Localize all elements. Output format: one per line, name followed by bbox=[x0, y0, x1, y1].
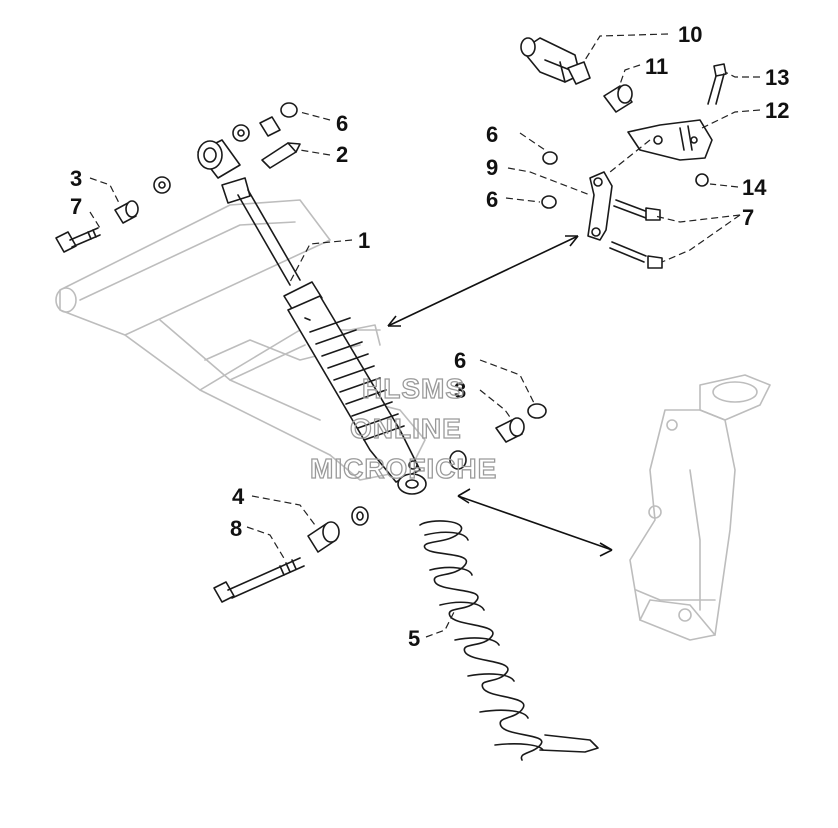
callout-12: 12 bbox=[765, 98, 789, 123]
callout-14: 14 bbox=[742, 175, 767, 200]
callout-7-left: 7 bbox=[70, 194, 82, 219]
spindle-knuckle bbox=[629, 374, 771, 641]
washer-upper bbox=[232, 124, 250, 142]
bolt-7-link-lower bbox=[609, 241, 663, 269]
callout-2: 2 bbox=[336, 142, 348, 167]
callout-3-lower: 3 bbox=[454, 378, 466, 403]
bushing-4 bbox=[307, 521, 340, 553]
watermark: HLSMS ONLINE MICROFICHE bbox=[309, 372, 497, 484]
callout-5: 5 bbox=[408, 626, 420, 651]
washer-lower-left bbox=[351, 506, 369, 526]
watermark-line-1: HLSMS bbox=[362, 373, 465, 404]
callout-6-upper: 6 bbox=[336, 111, 348, 136]
callout-4: 4 bbox=[232, 484, 245, 509]
callout-11: 11 bbox=[645, 54, 668, 79]
nut-6-lower bbox=[527, 403, 547, 419]
bushing-3-upper bbox=[114, 200, 139, 224]
callout-6-link-lower: 6 bbox=[486, 187, 498, 212]
coil-spring bbox=[419, 520, 599, 761]
watermark-line-2: ONLINE bbox=[350, 413, 462, 444]
nut-14 bbox=[695, 173, 709, 187]
shock-absorber bbox=[197, 139, 427, 495]
spacer-upper bbox=[259, 116, 281, 137]
assembly-arrows bbox=[387, 235, 613, 557]
bolt-7-link-upper bbox=[613, 199, 661, 221]
actuator-10 bbox=[520, 37, 591, 85]
leader-lines bbox=[89, 33, 761, 638]
callout-6-link-upper: 6 bbox=[486, 122, 498, 147]
nut-6-link-upper bbox=[542, 151, 558, 165]
bolt-8 bbox=[213, 557, 305, 603]
washer-upper-left bbox=[153, 176, 171, 194]
callout-13: 13 bbox=[765, 65, 789, 90]
link-9 bbox=[587, 171, 613, 241]
callout-8: 8 bbox=[230, 516, 242, 541]
bracket-12 bbox=[627, 119, 713, 161]
pin-2 bbox=[261, 142, 301, 169]
nut-6-upper bbox=[280, 102, 298, 118]
callout-9: 9 bbox=[486, 155, 498, 180]
callout-labels: 10 11 13 12 6 2 6 9 14 6 7 3 7 1 6 3 4 8… bbox=[70, 22, 789, 651]
bolt-13 bbox=[707, 63, 727, 105]
bushing-11 bbox=[603, 84, 633, 113]
nut-6-link-lower bbox=[541, 195, 557, 209]
callout-10: 10 bbox=[678, 22, 702, 47]
callout-1: 1 bbox=[358, 228, 370, 253]
bolt-7-left bbox=[55, 227, 101, 253]
washer-lower-right bbox=[449, 450, 467, 470]
callout-6-lower: 6 bbox=[454, 348, 466, 373]
bushing-3-lower bbox=[495, 417, 525, 443]
callout-7-link: 7 bbox=[742, 205, 754, 230]
watermark-line-3: MICROFICHE bbox=[310, 453, 497, 484]
callout-3-upper: 3 bbox=[70, 166, 82, 191]
